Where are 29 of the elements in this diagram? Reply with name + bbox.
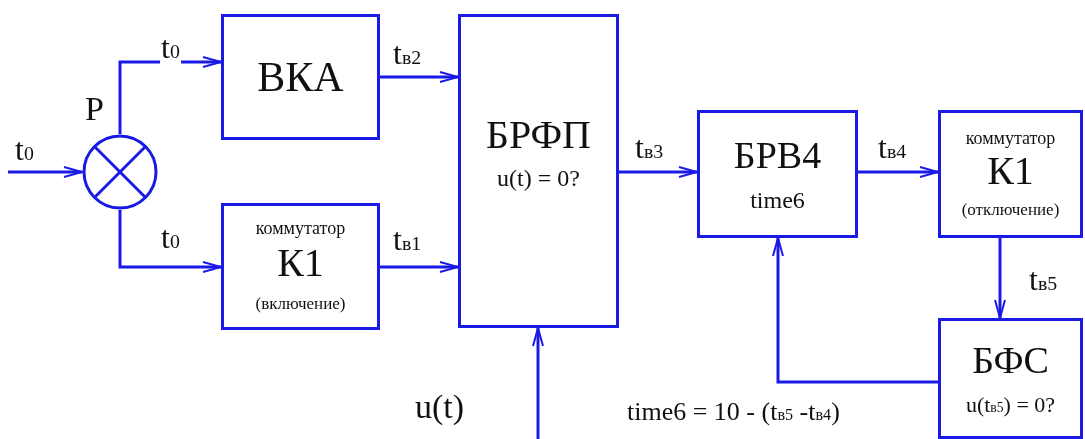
arrow [380,71,459,83]
arrow [619,166,698,178]
node-text: БФС [972,339,1049,382]
arrow [858,166,939,178]
node-text: коммутатор [965,128,1056,149]
arrow [380,261,459,273]
node-text: ВКА [257,53,344,101]
node-text: (включение) [255,295,346,314]
node-text: (отключение) [961,200,1060,220]
process-box [938,318,1083,439]
arrow [532,327,544,439]
node-text: К1 [277,241,324,286]
process-box [221,14,380,140]
node-text: БРВ4 [733,134,822,177]
arrow [118,210,222,273]
process-box [938,110,1083,238]
arrow [772,237,938,384]
node-text: БРФП [486,113,591,157]
process-box [221,203,380,330]
node-text: К1 [987,148,1034,193]
process-box [458,14,619,328]
arrow [8,166,83,178]
node-text: коммутатор [255,219,346,240]
arrow [994,238,1006,319]
process-box [697,110,858,238]
node-text: time6 [750,186,805,214]
node-text: u(t) = 0? [497,165,580,192]
mixer-circle-symbol [82,134,158,210]
arrow [118,56,222,134]
